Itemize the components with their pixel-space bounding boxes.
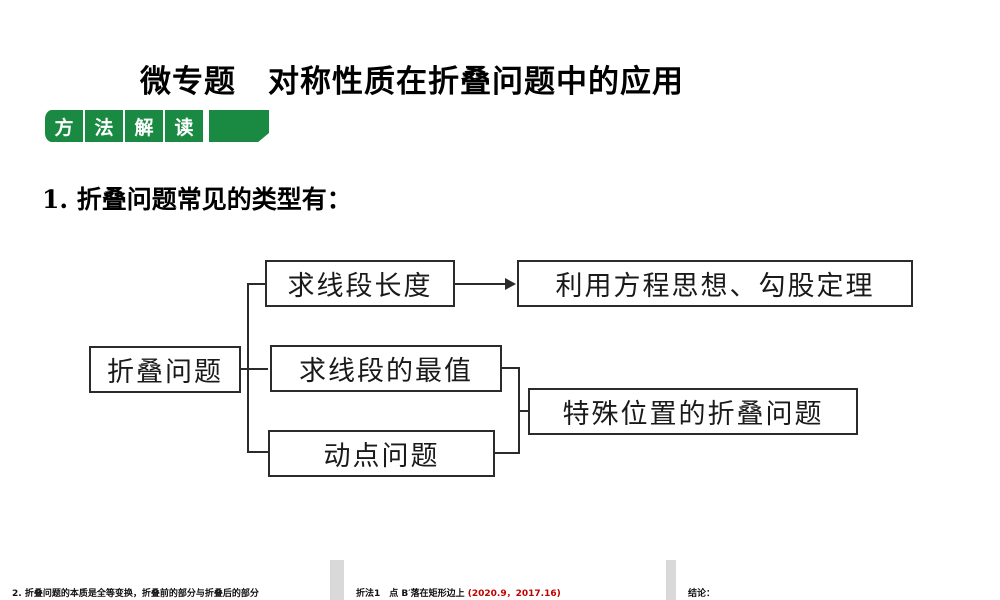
list-item-heading-1: 1. 折叠问题常见的类型有： (42, 185, 352, 214)
preview-right-text: 结论： (688, 589, 716, 599)
page-title: 微专题 对称性质在折叠问题中的应用 (140, 64, 684, 100)
preview-panel-right[interactable]: 结论： (676, 560, 1000, 600)
flow-connector-to-branch-1 (247, 283, 267, 285)
section-badge: 方 法 解 读 (45, 110, 269, 142)
flowchart-diagram: 折叠问题 求线段长度 利用方程思想、勾股定理 求线段的最值 动点问题 特殊位置的… (89, 260, 913, 477)
flow-connector-branch3-stub (495, 452, 520, 454)
preview-mid-line: 折法1 点 B′落在矩形边上 (2020.9，2017.16) (356, 586, 561, 599)
flow-connector-to-branch-3 (247, 451, 269, 453)
flowchart-node-branch-3: 动点问题 (268, 430, 495, 477)
preview-panel-middle[interactable]: 折法1 点 B′落在矩形边上 (2020.9，2017.16) (344, 560, 666, 600)
flowchart-node-root: 折叠问题 (89, 346, 241, 393)
badge-tail-decoration (209, 110, 269, 142)
preview-mid-refs: (2020.9，2017.16) (467, 589, 561, 599)
badge-char-3: 解 (125, 110, 163, 142)
flow-connector-left-spine (247, 283, 249, 453)
preview-panel-left[interactable]: 2. 折叠问题的本质是全等变换，折叠前的部分与折叠后的部分 (0, 560, 330, 600)
flow-connector-branch2-stub (502, 367, 520, 369)
flow-connector-root-stub (241, 368, 268, 370)
next-slide-preview-strip: 2. 折叠问题的本质是全等变换，折叠前的部分与折叠后的部分 折法1 点 B′落在… (0, 560, 1000, 600)
preview-left-text: 2. 折叠问题的本质是全等变换，折叠前的部分与折叠后的部分 (12, 589, 259, 599)
badge-char-2: 法 (85, 110, 123, 142)
flowchart-node-branch-2: 求线段的最值 (270, 345, 502, 392)
preview-mid-label: 折法1 点 B′落在矩形边上 (356, 589, 468, 599)
flowchart-node-result-1: 利用方程思想、勾股定理 (517, 260, 913, 307)
flow-connector-branch1-to-result1 (455, 283, 509, 285)
badge-char-4: 读 (165, 110, 203, 142)
flow-connector-to-result-2 (518, 410, 530, 412)
badge-char-1: 方 (45, 110, 83, 142)
flowchart-node-branch-1: 求线段长度 (265, 260, 455, 307)
flowchart-node-result-2: 特殊位置的折叠问题 (528, 388, 858, 435)
arrow-right-icon (505, 278, 516, 290)
